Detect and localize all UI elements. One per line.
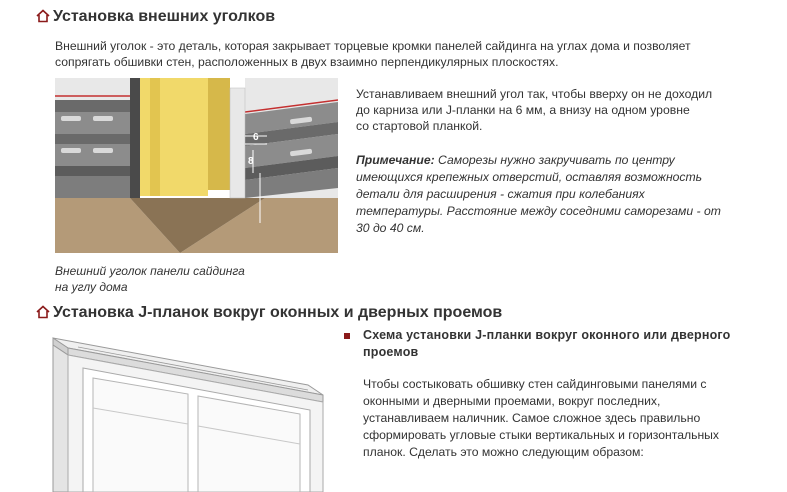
note-line-2: имеющихся крепежных отверстий, оставляя … [356,170,703,184]
caption-line-1: Внешний уголок панели сайдинга [55,264,245,278]
outer-corner-illustration: 6 8 [55,78,338,253]
install-line-3: со стартовой планкой. [356,119,483,133]
body-line-2: оконными и дверными проемами, вокруг пос… [363,394,661,408]
note-line-1: Примечание: Саморезы нужно закручивать п… [356,153,675,167]
house-icon [36,9,50,23]
intro-line-2: сопрягать обшивки стен, расположенных в … [55,55,559,69]
foundation-shadow [130,198,265,253]
body-line-5: планок. Сделать это можно следующим обра… [363,445,644,459]
corner-shadow-left [130,78,140,198]
siding-panels-left [55,100,130,198]
section-title-corners: Установка внешних уголков [53,8,276,25]
note-line-4: температуры. Расстояние между соседними … [356,204,721,218]
subheading-line-2: проемов [363,345,419,359]
dimension-8-label: 8 [248,156,254,167]
corner-post-groove [150,78,160,196]
window-sash-left [92,377,189,492]
note-line-5: 30 до 40 см. [356,221,425,235]
foundation-left [55,198,180,253]
red-line-right [244,99,338,113]
section-title-jchannels: Установка J-планок вокруг оконных и двер… [53,304,503,321]
siding-panels-right [245,102,338,198]
foundation-right [180,198,338,253]
note-line-3: детали для расширения - сжатия при колеб… [356,187,645,201]
window-jchannel-illustration [52,337,324,492]
note-label: Примечание: [356,153,435,167]
body-line-1: Чтобы состыковать обшивку стен сайдингов… [363,377,707,391]
dimension-6-label: 6 [253,132,259,143]
install-line-2: до карниза или J-планки на 6 мм, а внизу… [356,103,690,117]
install-line-1: Устанавливаем внешний угол так, чтобы вв… [356,87,713,101]
body-line-3: устанавливаем наличник. Самое сложное зд… [363,411,701,425]
body-line-4: сформировать угловые стыки вертикальных … [363,428,720,442]
jchannel-left [52,344,69,492]
corner-post-side [208,78,230,190]
intro-line-1: Внешний уголок - это деталь, которая зак… [55,39,691,53]
caption-line-2: на углу дома [55,280,128,294]
subheading-bullet [344,333,350,339]
house-icon [36,305,50,319]
window-sash-right [197,395,301,492]
subheading-line-1: Схема установки J-планки вокруг оконного… [363,328,731,342]
